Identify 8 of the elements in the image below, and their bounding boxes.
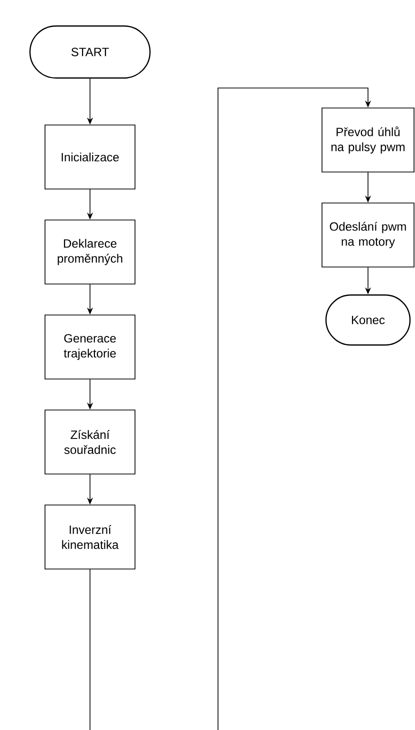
arrow bbox=[90, 88, 372, 730]
process-box: Převod úhlů na pulsy pwm bbox=[322, 108, 414, 172]
process-box: Odeslání pwm na motory bbox=[322, 202, 414, 268]
process-box: Generace trajektorie bbox=[44, 314, 136, 380]
process-box: Deklarece proměnných bbox=[44, 220, 136, 284]
process-box: Inverzní kinematika bbox=[44, 504, 136, 570]
process-box: Inicializace bbox=[44, 124, 136, 190]
process-box: Získání souřadnic bbox=[44, 410, 136, 474]
